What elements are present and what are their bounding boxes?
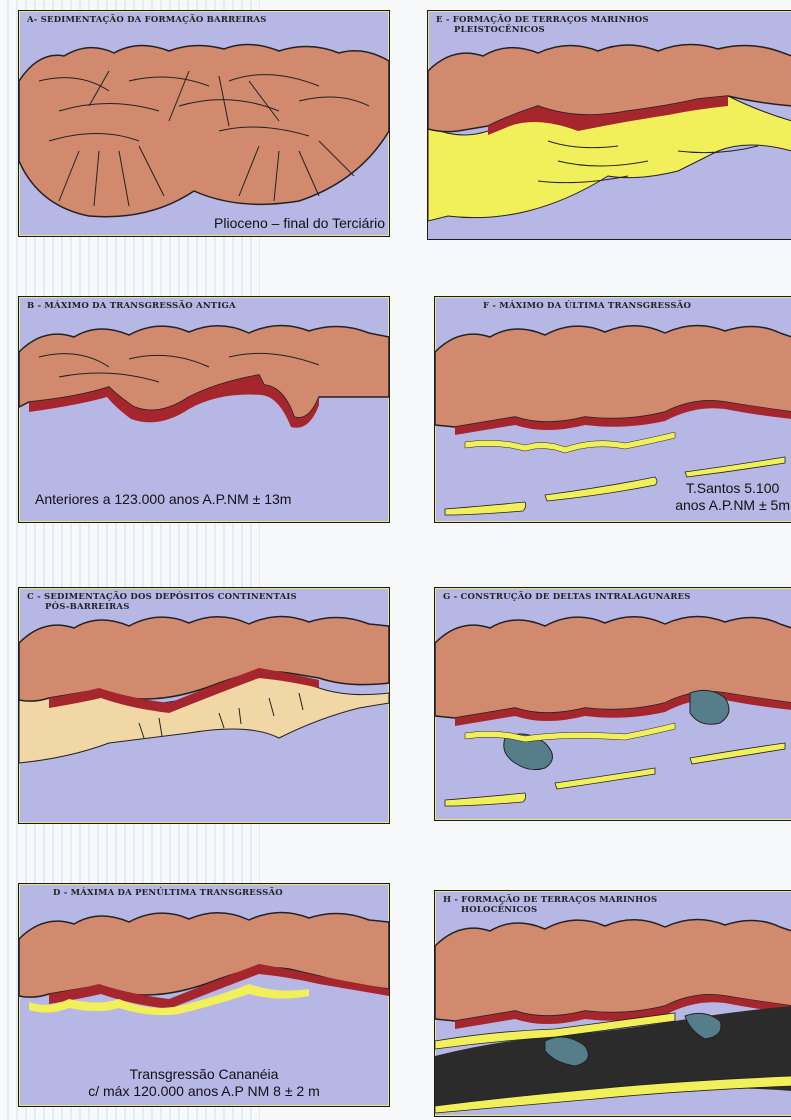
panel-g-title: G - Construção de Deltas Intralagunares <box>443 592 786 602</box>
panel-c: C - Sedimentação dos Depósitos Continent… <box>18 587 390 824</box>
panel-e-title-line2: Pleistocênicos <box>436 25 786 35</box>
panel-h-title-line1: H - Formação de Terraços Marinhos <box>443 895 786 905</box>
panel-h-title: H - Formação de Terraços Marinhos Holocê… <box>443 895 786 915</box>
panel-h: H - Formação de Terraços Marinhos Holocê… <box>434 890 791 1117</box>
panel-g: G - Construção de Deltas Intralagunares <box>434 587 791 821</box>
panel-c-illustration <box>19 588 389 823</box>
panel-e-title-line1: E - Formação de Terraços Marinhos <box>436 15 786 25</box>
panel-a-title: A- Sedimentação da Formação Barreiras <box>27 15 383 25</box>
panel-g-illustration <box>435 588 791 820</box>
panel-c-title: C - Sedimentação dos Depósitos Continent… <box>27 592 383 612</box>
panel-d-caption: Transgressão Cananéia c/ máx 120.000 ano… <box>19 1066 389 1100</box>
panel-e-illustration <box>428 11 791 239</box>
panel-c-title-line1: C - Sedimentação dos Depósitos Continent… <box>27 592 383 602</box>
panel-h-illustration <box>435 891 791 1116</box>
panel-d: D - Máxima da Penúltima Transgressão Tra… <box>18 883 390 1107</box>
panel-d-caption-line2: c/ máx 120.000 anos A.P NM 8 ± 2 m <box>19 1083 389 1100</box>
panel-b-title: B - Máximo da Transgressão Antiga <box>27 301 383 311</box>
panel-a-illustration <box>19 11 389 236</box>
panel-f-caption-line2: anos A.P.NM ± 5m <box>675 497 790 514</box>
panel-d-caption-line1: Transgressão Cananéia <box>19 1066 389 1083</box>
panel-b-illustration <box>19 297 389 522</box>
panel-f: F - Máximo da Última Transgressão T.Sant… <box>434 296 791 523</box>
panel-e: E - Formação de Terraços Marinhos Pleist… <box>427 10 791 240</box>
panel-f-title: F - Máximo da Última Transgressão <box>483 301 786 311</box>
panel-f-caption-line1: T.Santos 5.100 <box>675 480 790 497</box>
panel-a-caption: Plioceno – final do Terciário <box>214 215 385 232</box>
panel-h-title-line2: Holocênicos <box>443 905 786 915</box>
panel-c-title-line2: Pós-Barreiras <box>27 602 383 612</box>
panel-f-caption: T.Santos 5.100 anos A.P.NM ± 5m <box>675 480 790 514</box>
panel-b: B - Máximo da Transgressão Antiga Anteri… <box>18 296 390 523</box>
panel-b-caption: Anteriores a 123.000 anos A.P.NM ± 13m <box>35 491 291 508</box>
panel-e-title: E - Formação de Terraços Marinhos Pleist… <box>436 15 786 35</box>
panel-a: A- Sedimentação da Formação Barreiras Pl… <box>18 10 390 237</box>
panel-d-title: D - Máxima da Penúltima Transgressão <box>53 888 383 898</box>
